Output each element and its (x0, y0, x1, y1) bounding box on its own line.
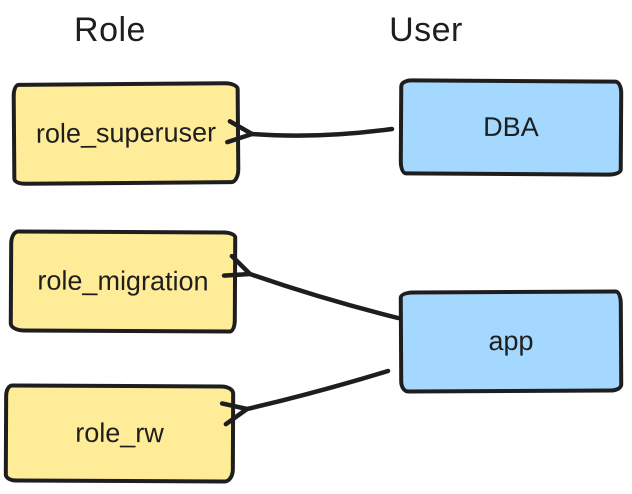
user-node-app: app (398, 289, 624, 394)
column-header-role: Role (74, 11, 146, 49)
column-header-user: User (389, 11, 463, 49)
arrow-app-to-role-migration (250, 274, 401, 321)
role-node-superuser-label: role_superuser (35, 117, 217, 149)
arrow-dba-to-role-superuser (252, 129, 395, 136)
role-node-migration-label: role_migration (37, 265, 209, 297)
arrow-app-to-role-rw (247, 368, 391, 409)
user-node-app-label: app (488, 325, 534, 357)
user-node-dba: DBA (398, 78, 624, 177)
role-node-migration: role_migration (8, 229, 238, 334)
role-node-rw-label: role_rw (75, 417, 164, 449)
role-node-superuser: role_superuser (11, 81, 241, 186)
user-node-dba-label: DBA (483, 111, 539, 143)
role-node-rw: role_rw (3, 383, 236, 484)
